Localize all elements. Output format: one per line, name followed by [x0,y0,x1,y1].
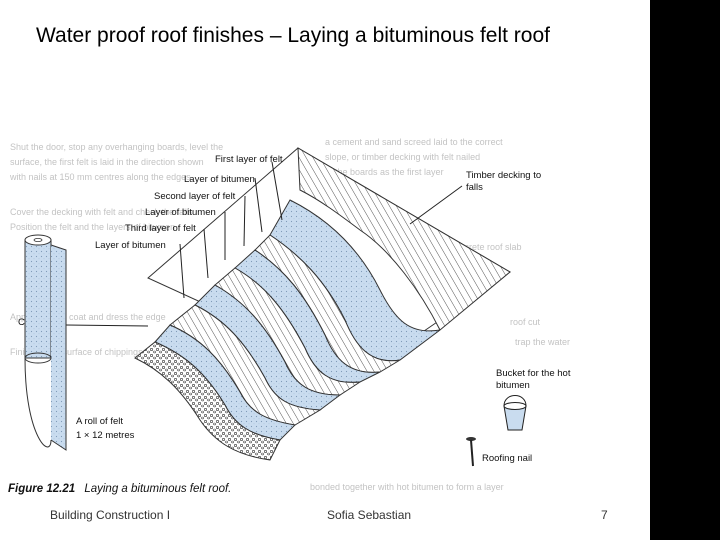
background-book-text: Shut the door, stop any overhanging boar… [9,137,570,492]
svg-text:roof cut: roof cut [510,317,541,327]
label-bitumen-2: Layer of bitumen [145,207,216,218]
svg-text:bonded together with hot bitum: bonded together with hot bitumen to form… [310,482,504,492]
svg-text:a cement and sand screed laid: a cement and sand screed laid to the cor… [325,137,503,147]
figure-caption: Laying a bituminous felt roof. [84,483,231,495]
label-roofing-nail: Roofing nail [482,453,532,464]
svg-text:Figure 12.21 Laying a bitu: Figure 12.21 Laying a bituminous felt ro… [8,483,231,495]
label-timber-line2: falls [466,182,483,193]
right-side-bar [650,0,720,540]
slide-title: Water proof roof finishes – Laying a bit… [36,24,550,47]
svg-text:slope, or timber decking with: slope, or timber decking with felt naile… [325,152,480,162]
footer-course: Building Construction I [50,508,171,522]
roof-figure: Shut the door, stop any overhanging boar… [8,137,571,495]
label-third-felt: Third layer of felt [125,223,196,234]
svg-text:Shut the door, stop any overha: Shut the door, stop any overhanging boar… [10,142,223,152]
label-roll-line1: A roll of felt [76,416,123,427]
label-first-felt: First layer of felt [215,154,283,165]
felt-and-bitumen-layers [134,199,441,461]
label-bucket-line2: bitumen [496,380,530,391]
svg-text:Position the felt and the laye: Position the felt and the layers of bitu… [10,222,175,232]
figure-number: Figure 12.21 [8,483,75,495]
footer-page-number: 7 [601,508,608,522]
label-bitumen-3: Layer of bitumen [95,240,166,251]
felt-roll-illustration [24,234,67,451]
svg-text:surface, the first felt is lai: surface, the first felt is laid in the d… [10,157,204,167]
svg-text:Finish with a surface of chipp: Finish with a surface of chippings to [10,347,153,357]
svg-text:trap the water: trap the water [515,337,570,347]
label-timber-line1: Timber decking to [466,170,541,181]
timber-decking [297,147,511,331]
label-second-felt: Second layer of felt [154,191,236,202]
roofing-nail-icon [466,437,476,467]
footer-author: Sofia Sebastian [327,508,412,522]
label-roll-line2: 1 × 12 metres [76,430,135,441]
svg-text:to the boards as the first lay: to the boards as the first layer [325,167,444,177]
label-bitumen-1: Layer of bitumen [184,174,255,185]
bucket-icon [503,395,527,431]
label-bucket-line1: Bucket for the hot [496,368,571,379]
svg-text:Apply the final coat and dress: Apply the final coat and dress the edge [10,312,166,322]
svg-text:with nails at 150 mm centres a: with nails at 150 mm centres along the e… [9,172,191,182]
svg-text:concrete roof slab: concrete roof slab [450,242,522,252]
svg-text:Cover the decking with felt an: Cover the decking with felt and check th… [10,207,193,217]
leader-lines [65,161,463,327]
